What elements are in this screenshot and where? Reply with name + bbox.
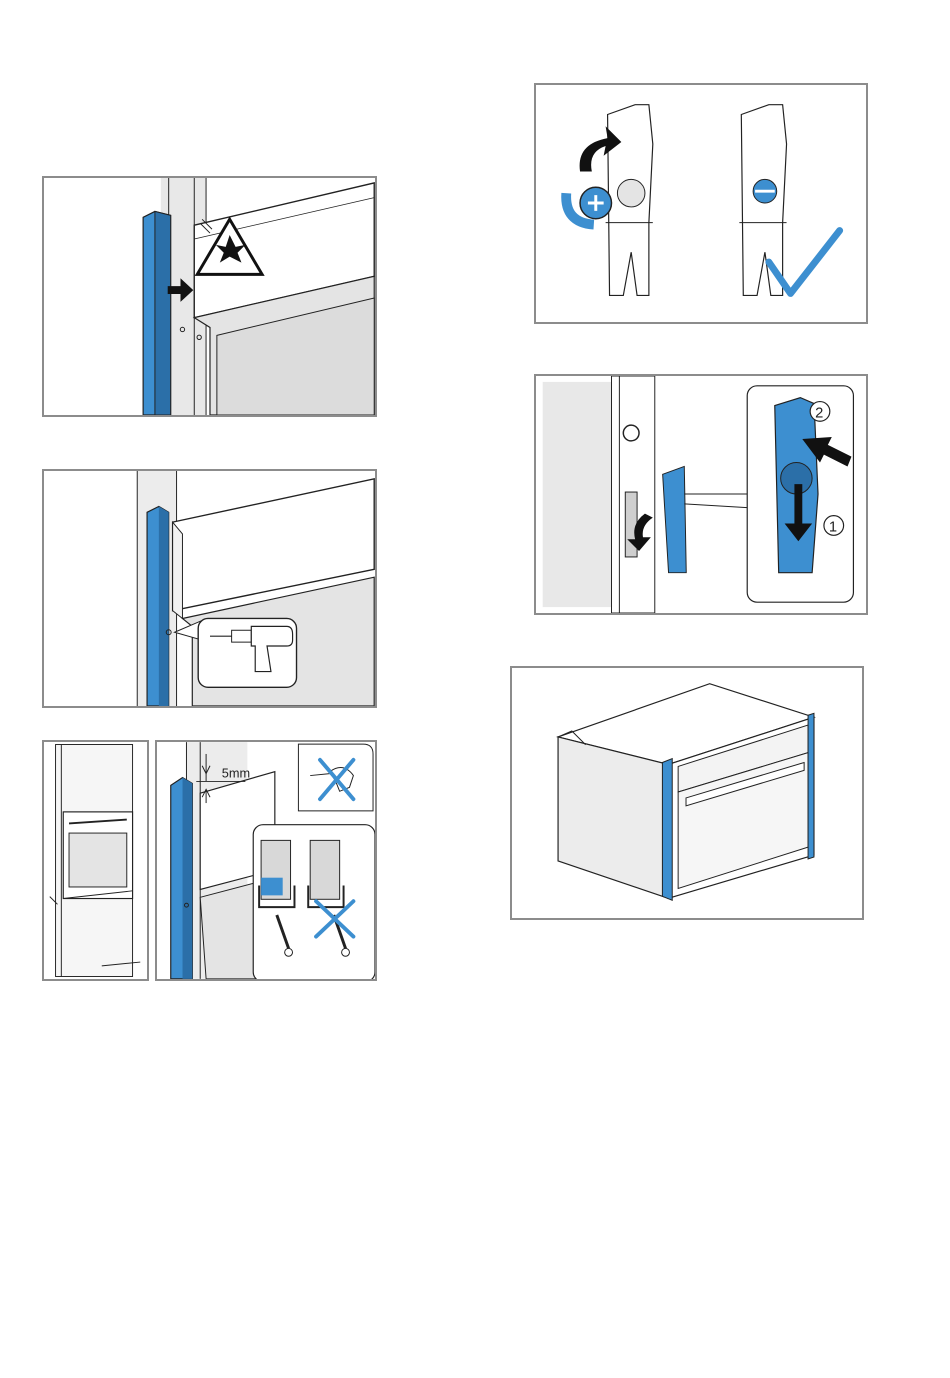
gap-screws-illustration: 5mm	[157, 742, 375, 979]
bracket-screw-illustration	[536, 85, 866, 322]
figure-oven	[510, 666, 864, 920]
figure-attach-strip-warning	[42, 176, 377, 417]
step-2-label: 2	[815, 405, 823, 421]
attach-strip-illustration	[44, 178, 375, 415]
figure-bracket-screw	[534, 83, 868, 324]
oven-appliance-icon	[512, 668, 862, 918]
figure-gap-screws: 5mm	[155, 740, 377, 981]
gap-dimension-label: 5mm	[222, 766, 250, 781]
release-bracket-illustration: 2 1	[536, 376, 866, 613]
figure-release-bracket: 2 1	[534, 374, 868, 615]
figure-installed-cabinet	[42, 740, 149, 981]
drill-holes-illustration	[44, 471, 375, 706]
figure-drill-holes	[42, 469, 377, 708]
step-1-label: 1	[829, 519, 837, 535]
cabinet-illustration	[44, 742, 147, 979]
